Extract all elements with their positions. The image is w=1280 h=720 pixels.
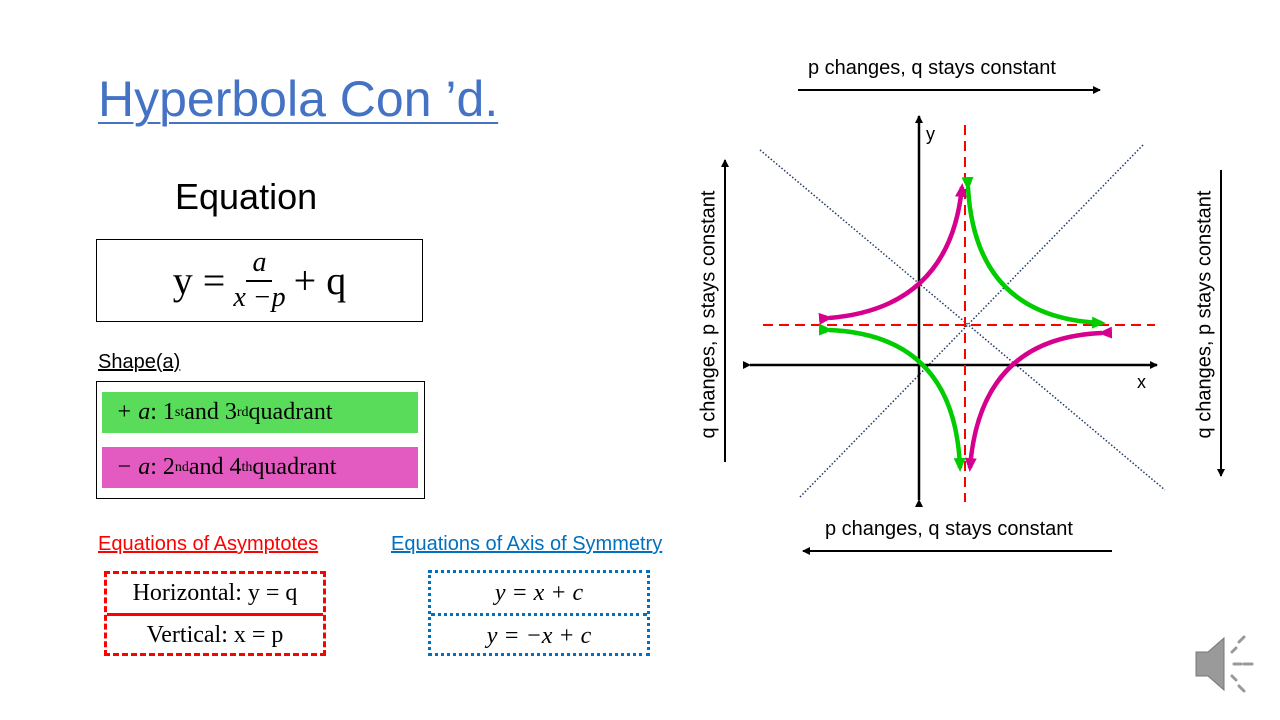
speaker-icon[interactable] [1195, 635, 1254, 693]
symmetry-eq1: y = x + c [431, 573, 647, 616]
sup: st [174, 404, 185, 420]
negative-branch-lower-right [964, 326, 1113, 472]
equation-numerator: a [246, 247, 273, 282]
symmetry-box: y = x + c y = −x + c [428, 570, 650, 656]
equation-denominator: x −p [233, 281, 286, 313]
positive-branch-upper-right [961, 176, 1106, 329]
text: : 2 [150, 454, 175, 480]
symmetry-heading: Equations of Axis of Symmetry [391, 533, 663, 555]
symmetry-line-negative [759, 149, 1166, 491]
sup: nd [174, 459, 189, 475]
text: and 3 [184, 399, 237, 425]
positive-branch-lower-left [818, 323, 966, 472]
sup: th [241, 459, 253, 475]
equation-fraction: a x −p [233, 247, 285, 313]
sup: rd [236, 404, 249, 420]
text: : 1 [150, 399, 175, 425]
sign: − a [116, 454, 151, 480]
text: quadrant [252, 454, 337, 480]
text: quadrant [248, 399, 333, 425]
equation-rhs: + q [293, 258, 347, 303]
top-caption: p changes, q stays constant [808, 57, 1056, 79]
text: and 4 [188, 454, 242, 480]
asymptotes-heading: Equations of Asymptotes [98, 533, 319, 555]
horizontal-asymptote: Horizontal: y = q [107, 574, 323, 616]
equation-box: y = a x −p + q [96, 239, 423, 322]
symmetry-eq2: y = −x + c [486, 622, 592, 649]
slide-title: Hyperbola Con ’d. [98, 71, 499, 127]
asymptotes-box: Horizontal: y = q Vertical: x = p [104, 571, 326, 656]
equation-lhs: y = [172, 258, 226, 303]
vertical-asymptote: Vertical: x = p [146, 622, 284, 648]
sign: + a [116, 399, 151, 425]
y-axis-label: y [926, 124, 935, 144]
negative-branch-upper-left [818, 183, 967, 325]
bottom-caption: p changes, q stays constant [825, 518, 1073, 540]
x-axis-label: x [1137, 372, 1146, 392]
equation-heading: Equation [175, 176, 318, 217]
shape-heading: Shape(a) [98, 351, 181, 373]
